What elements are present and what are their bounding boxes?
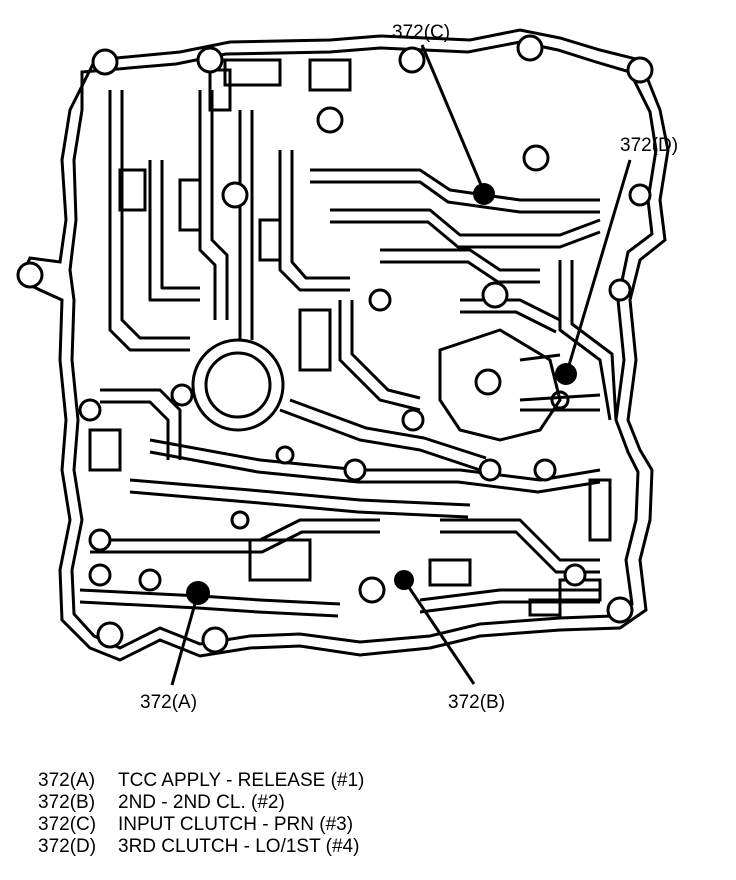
callout-372a: 372(A) xyxy=(140,581,210,713)
legend-code: 372(C) xyxy=(38,814,97,835)
pocket-recesses xyxy=(88,58,612,617)
legend-description: TCC APPLY - RELEASE (#1) xyxy=(118,770,365,791)
marker-dot-372c xyxy=(473,183,495,205)
legend-row: 372(C) INPUT CLUTCH - PRN (#3) xyxy=(38,814,364,836)
legend-row: 372(A) TCC APPLY - RELEASE (#1) xyxy=(38,770,364,792)
marker-dot-372b xyxy=(394,570,414,590)
callout-label-372d: 372(D) xyxy=(620,135,678,156)
leader-line-372c xyxy=(420,44,486,193)
callout-label-372b: 372(B) xyxy=(448,692,505,713)
accumulator-bores xyxy=(191,328,601,442)
leader-line-372a xyxy=(170,592,200,686)
legend-code: 372(B) xyxy=(38,792,96,813)
leader-line-372b xyxy=(402,579,476,685)
callout-label-372c: 372(C) xyxy=(392,22,450,43)
legend: 372(A) TCC APPLY - RELEASE (#1) 372(B) 2… xyxy=(38,770,364,858)
legend-row: 372(B) 2ND - 2ND CL. (#2) xyxy=(38,792,364,814)
callout-372d: 372(D) xyxy=(555,135,678,385)
callout-372c: 372(C) xyxy=(392,22,495,205)
legend-row: 372(D) 3RD CLUTCH - LO/1ST (#4) xyxy=(38,836,364,858)
legend-description: INPUT CLUTCH - PRN (#3) xyxy=(118,814,354,835)
callout-label-372a: 372(A) xyxy=(140,692,197,713)
fluid-passages xyxy=(79,90,618,618)
bolt-bosses xyxy=(16,34,654,654)
marker-dot-372d xyxy=(555,363,577,385)
leader-line-372d xyxy=(565,159,632,373)
legend-code: 372(D) xyxy=(38,836,97,857)
callout-372b: 372(B) xyxy=(394,570,505,713)
marker-dot-372a xyxy=(186,581,210,605)
legend-code: 372(A) xyxy=(38,770,96,791)
legend-description: 2ND - 2ND CL. (#2) xyxy=(118,792,285,813)
legend-description: 3RD CLUTCH - LO/1ST (#4) xyxy=(118,836,360,857)
